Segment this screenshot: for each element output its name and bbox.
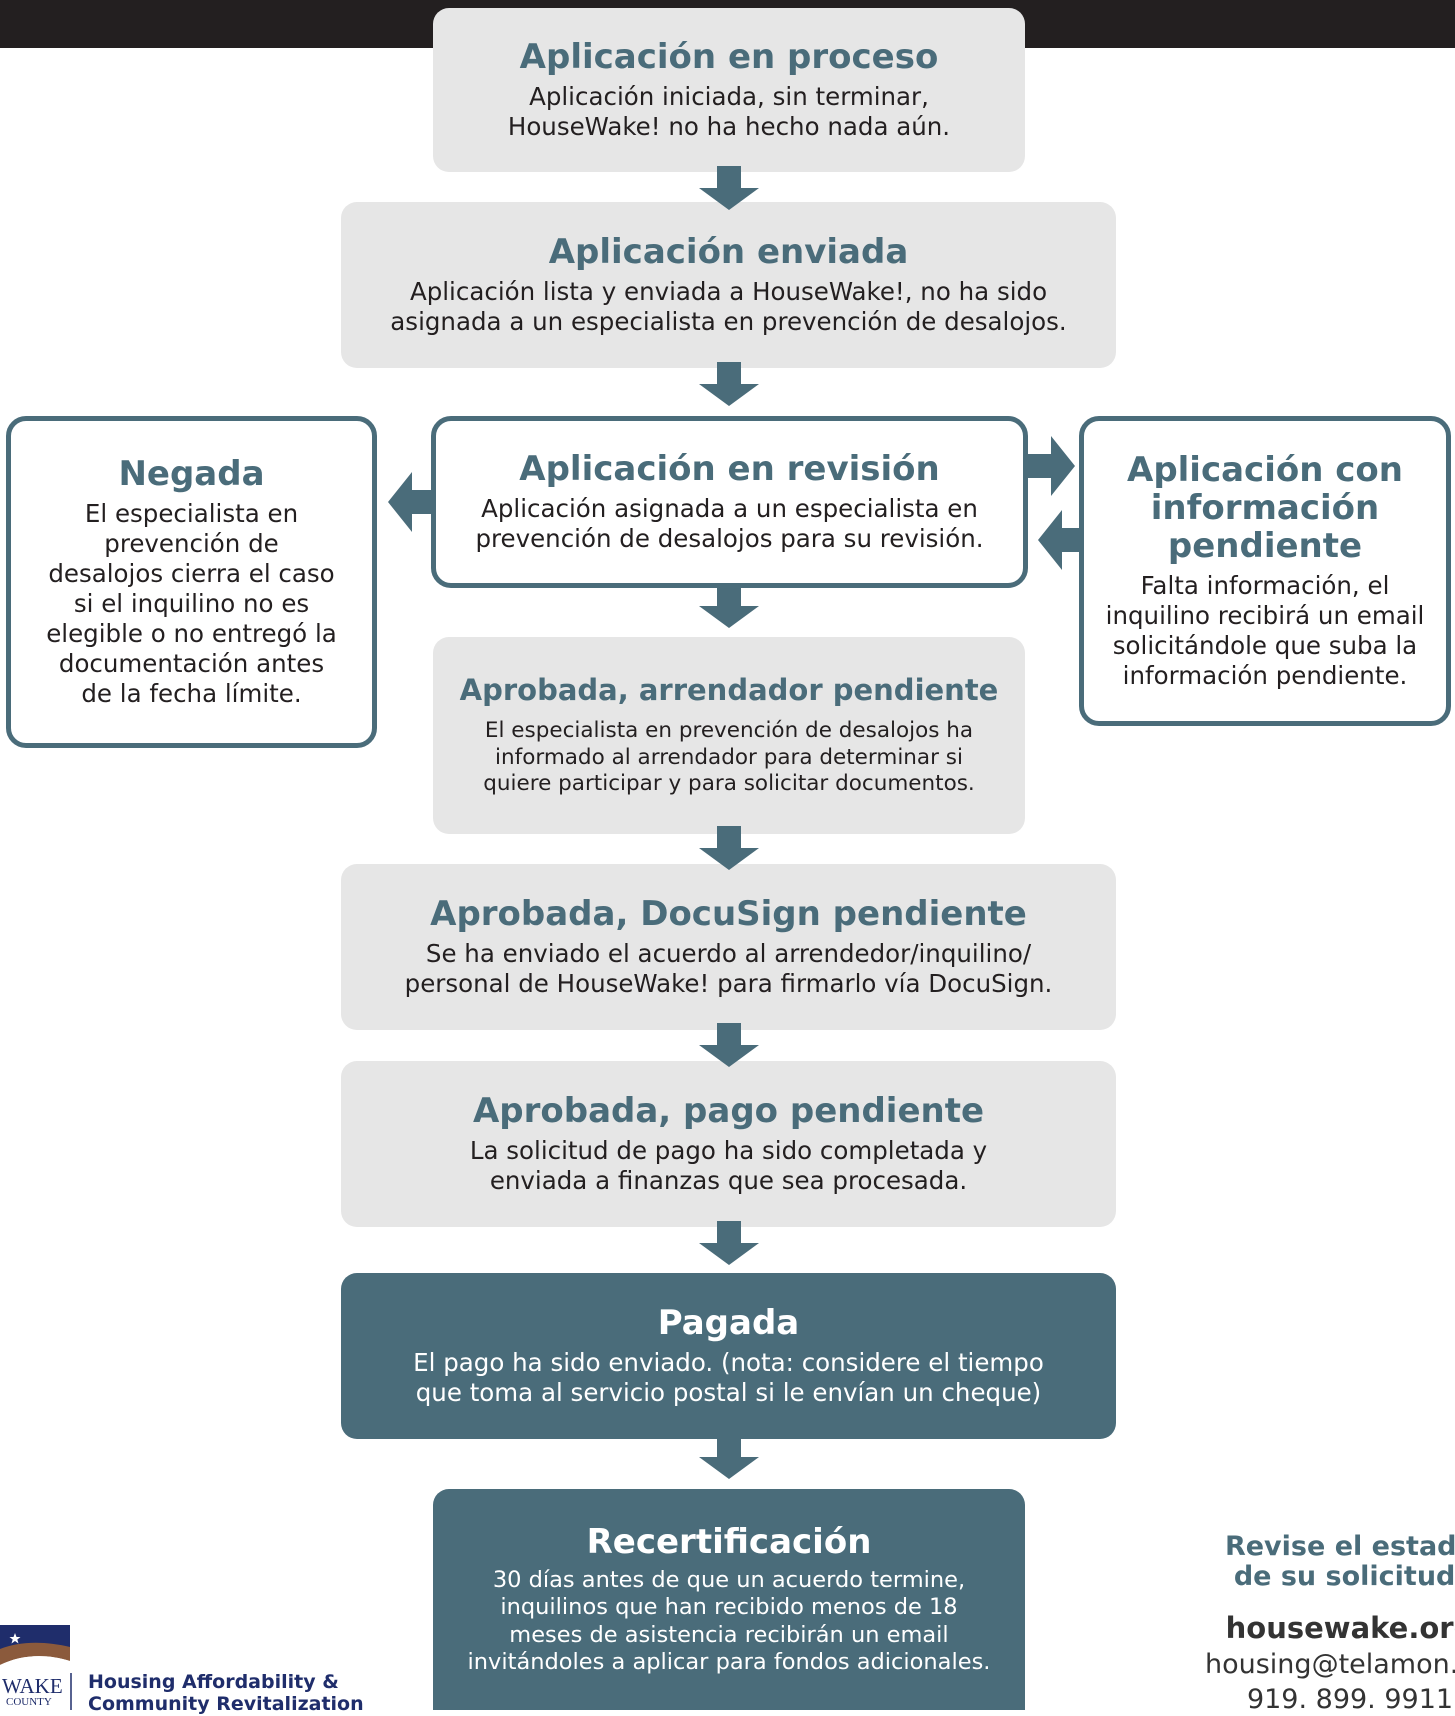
step-description: Aplicación lista y enviada a HouseWake!,… [390, 277, 1067, 337]
step-negada: Negada El especialista en prevención de … [6, 416, 377, 748]
step-description: Falta información, el inquilino recibirá… [1105, 571, 1425, 690]
step-aplicacion-enviada: Aplicación enviada Aplicación lista y en… [341, 202, 1116, 368]
step-title: Aplicación enviada [548, 232, 909, 273]
step-title: Aplicación con información pendiente [1127, 450, 1403, 567]
email-link[interactable]: housing@telamon.org [1205, 1649, 1455, 1681]
arrow-down-icon [699, 362, 759, 406]
step-description: Aplicación iniciada, sin terminar, House… [507, 82, 951, 142]
phone-number: 919. 899. 9911 [1246, 1684, 1454, 1716]
arrow-down-icon [699, 1023, 759, 1067]
wake-county-logo-icon: WAKE COUNTY [0, 1625, 72, 1710]
org-name: Housing Affordability & Community Revita… [88, 1671, 364, 1715]
step-title: Aprobada, arrendador pendiente [459, 672, 999, 707]
step-description: Aplicación asignada a un especialista en… [475, 494, 984, 554]
step-recertificacion: Recertificación 30 días antes de que un … [433, 1489, 1025, 1710]
step-title: Aplicación en revisión [519, 449, 940, 490]
step-title: Aprobada, DocuSign pendiente [430, 894, 1027, 935]
step-description: El pago ha sido enviado. (nota: consider… [413, 1348, 1044, 1408]
step-description: El especialista en prevención de desaloj… [46, 499, 337, 708]
step-title: Negada [118, 454, 265, 495]
step-title: Aprobada, pago pendiente [472, 1091, 985, 1132]
arrow-down-icon [699, 1435, 759, 1479]
step-title: Pagada [657, 1303, 800, 1344]
status-contact: Revise el estado de su solicitud: housew… [1205, 1531, 1455, 1716]
arrow-down-icon [699, 584, 759, 628]
step-pagada: Pagada El pago ha sido enviado. (nota: c… [341, 1273, 1116, 1439]
logo-text: WAKE [2, 1674, 63, 1698]
step-description: Se ha enviado el acuerdo al arrendedor/i… [404, 939, 1053, 999]
step-aplicacion-en-proceso: Aplicación en proceso Aplicación iniciad… [433, 8, 1025, 172]
status-heading: Revise el estado de su solicitud: [1224, 1531, 1455, 1592]
arrow-left-icon [388, 472, 434, 532]
step-aplicacion-en-revision: Aplicación en revisión Aplicación asigna… [431, 416, 1028, 588]
arrow-down-icon [699, 1221, 759, 1265]
step-title: Aplicación en proceso [519, 37, 939, 78]
step-description: La solicitud de pago ha sido completada … [469, 1136, 988, 1196]
step-description: 30 días antes de que un acuerdo termine,… [467, 1566, 991, 1675]
arrow-right-icon [1027, 436, 1075, 496]
arrow-left-icon [1038, 510, 1084, 570]
logo-subtext: COUNTY [6, 1696, 52, 1708]
step-description: El especialista en prevención de desaloj… [483, 718, 975, 796]
arrow-down-icon [699, 166, 759, 210]
step-arrendador-pendiente: Aprobada, arrendador pendiente El especi… [433, 637, 1025, 834]
step-docusign-pendiente: Aprobada, DocuSign pendiente Se ha envia… [341, 864, 1116, 1030]
step-informacion-pendiente: Aplicación con información pendiente Fal… [1079, 416, 1451, 726]
step-title: Recertificación [586, 1521, 872, 1562]
step-pago-pendiente: Aprobada, pago pendiente La solicitud de… [341, 1061, 1116, 1227]
arrow-down-icon [699, 826, 759, 870]
website-link[interactable]: housewake.org [1225, 1611, 1455, 1646]
